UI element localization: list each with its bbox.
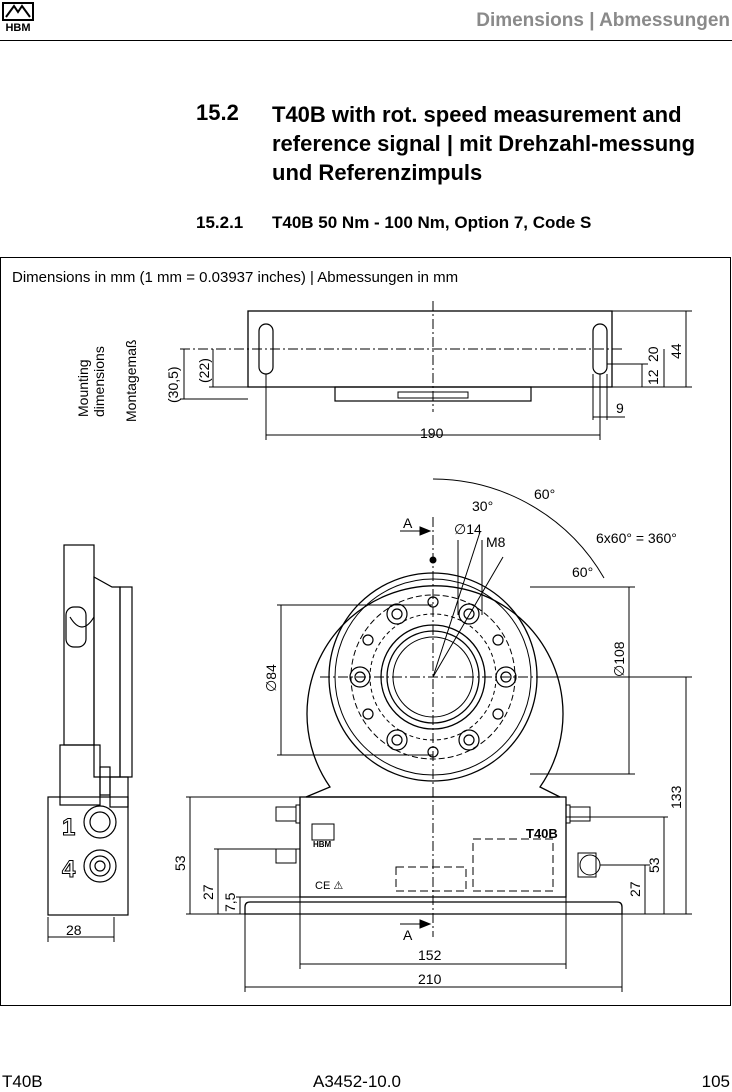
header-title: Dimensions | Abmessungen bbox=[476, 10, 730, 31]
dim-12: 12 bbox=[645, 369, 661, 385]
footer-product: T40B bbox=[2, 1072, 43, 1091]
side-view bbox=[47, 544, 133, 942]
plate-logo: HBM bbox=[313, 840, 332, 849]
subsection-title: T40B 50 Nm - 100 Nm, Option 7, Code S bbox=[272, 213, 592, 232]
dim-7-5: 7,5 bbox=[222, 892, 238, 912]
hbm-logo: HBM bbox=[2, 2, 34, 32]
footer-page-number: 105 bbox=[701, 1072, 730, 1091]
dim-22: (22) bbox=[196, 358, 212, 383]
front-view bbox=[186, 478, 692, 992]
dim-28: 28 bbox=[66, 922, 82, 938]
product-label: T40B bbox=[526, 826, 558, 841]
mounting-label-en-1: Mounting bbox=[75, 359, 91, 417]
dim-53-right: 53 bbox=[646, 857, 662, 873]
subsection-number: 15.2.1 bbox=[196, 213, 244, 232]
dim-27-right: 27 bbox=[627, 881, 643, 897]
ce-mark: CE ⚠ bbox=[315, 880, 343, 892]
angle-30: 30° bbox=[472, 498, 493, 514]
section-mark-bottom: A bbox=[403, 927, 413, 943]
dim-dia108: ∅108 bbox=[611, 641, 627, 677]
dim-30-5: (30,5) bbox=[165, 366, 181, 403]
figure-caption: Dimensions in mm (1 mm = 0.03937 inches)… bbox=[12, 269, 459, 286]
dim-133: 133 bbox=[668, 785, 684, 809]
top-view bbox=[180, 301, 692, 440]
footer-doc-number: A3452-10.0 bbox=[313, 1072, 401, 1091]
section-title: T40B with rot. speed measurement and ref… bbox=[272, 102, 696, 185]
connector-1-label: 1 bbox=[62, 814, 75, 841]
section-mark-top: A bbox=[403, 515, 413, 531]
dim-dia84: ∅84 bbox=[263, 664, 279, 692]
angle-60-right: 60° bbox=[572, 564, 593, 580]
dim-152: 152 bbox=[418, 947, 442, 963]
dim-dia14: ∅14 bbox=[454, 521, 482, 537]
mounting-label-de: Montagemaß bbox=[123, 340, 139, 422]
mounting-label-en-2: dimensions bbox=[91, 346, 107, 417]
bolt-holes bbox=[349, 596, 517, 758]
dim-53-left: 53 bbox=[172, 855, 188, 871]
connector-4-label: 4 bbox=[62, 856, 76, 883]
angle-60-top: 60° bbox=[534, 486, 555, 502]
section-number: 15.2 bbox=[196, 100, 239, 125]
dim-20: 20 bbox=[645, 346, 661, 362]
dim-44: 44 bbox=[668, 343, 684, 359]
header-rule bbox=[0, 40, 732, 41]
figure-frame bbox=[0, 257, 731, 1006]
dim-27-left: 27 bbox=[200, 884, 216, 900]
thread-m8: M8 bbox=[486, 534, 506, 550]
technical-drawing: Mounting dimensions Montagemaß (30,5) (2… bbox=[47, 301, 692, 992]
dim-9: 9 bbox=[616, 400, 624, 416]
angle-6x60: 6x60° = 360° bbox=[596, 530, 677, 546]
dim-190: 190 bbox=[420, 425, 444, 441]
dim-210: 210 bbox=[418, 971, 442, 987]
logo-text: HBM bbox=[5, 22, 30, 32]
